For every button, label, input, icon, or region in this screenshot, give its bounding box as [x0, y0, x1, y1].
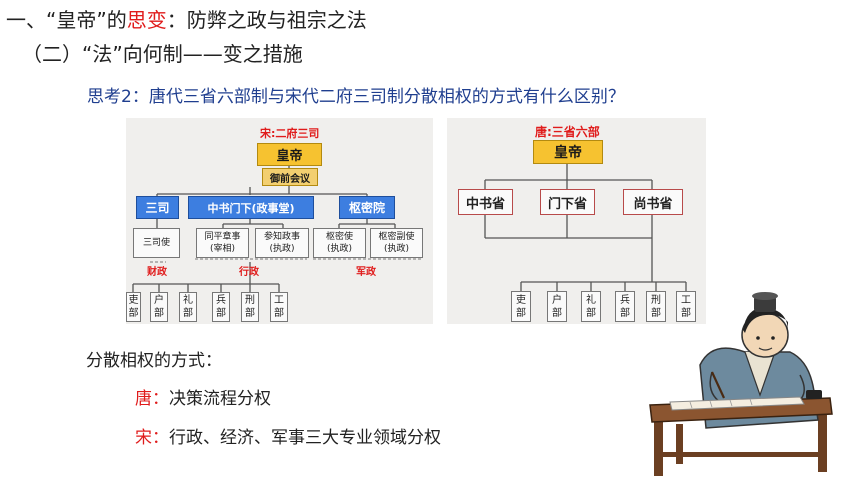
- tang-emperor-box: 皇帝: [533, 140, 603, 164]
- ministry-char: 礼: [183, 295, 193, 306]
- heading-suffix: ：防弊之政与祖宗之法: [166, 8, 367, 32]
- ministry-char: 工: [681, 294, 691, 306]
- tang-label: 唐：: [135, 389, 169, 409]
- ministry-char: 部: [183, 308, 193, 319]
- song-label: 宋：: [135, 428, 169, 448]
- song-official-canzhizhengshi: 参知政事 (执政): [255, 228, 309, 258]
- official-name: 参知政事: [263, 232, 300, 242]
- ministry-char: 部: [586, 307, 596, 319]
- ministry-char: 部: [128, 308, 139, 319]
- tang-ministry-li-personnel: 吏部: [511, 291, 531, 322]
- tang-text: 决策流程分权: [169, 389, 271, 409]
- conclusion-intro: 分散相权的方式：: [86, 351, 222, 371]
- ministry-char: 部: [245, 308, 255, 319]
- ministry-char: 工: [274, 295, 284, 306]
- ministry-char: 刑: [245, 295, 255, 306]
- official-rank: (执政): [326, 244, 353, 254]
- heading-prefix: 一、“皇帝”的: [6, 8, 127, 32]
- song-chart-title: 宋:二府三司: [260, 127, 320, 140]
- conclusion-song: 宋：行政、经济、军事三大专业领域分权: [135, 423, 441, 448]
- song-official-tongpingzhangshi: 同平章事 (宰相): [196, 228, 249, 258]
- tang-ministry-bing: 兵部: [615, 291, 635, 322]
- ministry-char: 部: [620, 307, 630, 319]
- official-rank: (执政): [383, 244, 410, 254]
- song-ministry-bing: 兵部: [212, 292, 230, 322]
- question-prompt: 思考2：唐代三省六部制与宋代二府三司制分散相权的方式有什么区别？: [87, 87, 625, 107]
- song-branch-shumiyuan: 枢密院: [339, 196, 395, 219]
- tang-branch-zhongshu: 中书省: [458, 189, 513, 215]
- song-official-shumifushi: 枢密副使 (执政): [370, 228, 423, 258]
- song-ministry-gong: 工部: [270, 292, 288, 322]
- ministry-char: 礼: [586, 294, 596, 306]
- tang-ministry-gong: 工部: [676, 291, 696, 322]
- tang-ministry-xing: 刑部: [646, 291, 666, 322]
- tang-chart-title: 唐:三省六部: [535, 125, 600, 139]
- song-official-shumishi: 枢密使 (执政): [313, 228, 366, 258]
- tang-ministry-li-rites: 礼部: [581, 291, 601, 322]
- official-rank: (执政): [269, 244, 295, 254]
- ministry-char: 部: [216, 308, 226, 319]
- sub-heading: （二）“法”向何制——变之措施: [22, 42, 303, 66]
- song-label-administration: 行政: [239, 267, 259, 278]
- ministry-char: 部: [552, 307, 562, 319]
- ministry-char: 兵: [216, 295, 226, 306]
- song-official-sansishi: 三司使: [133, 228, 180, 258]
- ministry-char: 部: [274, 308, 284, 319]
- song-branch-zhongshumenxia: 中书门下(政事堂): [188, 196, 314, 219]
- song-ministry-li-rites: 礼部: [179, 292, 197, 322]
- ministry-char: 户: [552, 294, 562, 306]
- official-name: 枢密使: [325, 232, 353, 242]
- ministry-char: 部: [681, 307, 691, 319]
- heading-highlight: 思变: [126, 8, 167, 32]
- song-ministry-hu: 户部: [150, 292, 168, 322]
- song-emperor-box: 皇帝: [257, 143, 322, 166]
- ministry-char: 部: [651, 307, 661, 319]
- section-heading: 一、“皇帝”的思变：防弊之政与祖宗之法: [6, 4, 367, 33]
- tang-branch-menxia: 门下省: [540, 189, 595, 215]
- ministry-char: 吏: [516, 294, 526, 306]
- ministry-char: 刑: [651, 294, 661, 306]
- conclusion-tang: 唐：决策流程分权: [135, 384, 271, 409]
- ministry-char: 吏: [128, 295, 139, 306]
- official-name: 枢密副使: [378, 232, 415, 242]
- ministry-char: 户: [154, 295, 164, 306]
- song-council-box: 御前会议: [262, 168, 318, 186]
- song-label-finance: 财政: [147, 267, 167, 278]
- ministry-char: 兵: [620, 294, 630, 306]
- song-branch-sansi: 三司: [136, 196, 179, 219]
- ministry-char: 部: [516, 307, 526, 319]
- song-ministry-li-personnel: 吏部: [126, 292, 141, 322]
- song-ministry-xing: 刑部: [241, 292, 259, 322]
- tang-ministry-hu: 户部: [547, 291, 567, 322]
- official-name: 同平章事: [204, 232, 241, 242]
- song-text: 行政、经济、军事三大专业领域分权: [169, 428, 441, 448]
- ministry-char: 部: [154, 308, 164, 319]
- tang-branch-shangshu: 尚书省: [623, 189, 683, 215]
- official-rank: (宰相): [209, 244, 236, 254]
- song-label-military: 军政: [356, 267, 376, 278]
- official-name: 三司使: [142, 238, 170, 248]
